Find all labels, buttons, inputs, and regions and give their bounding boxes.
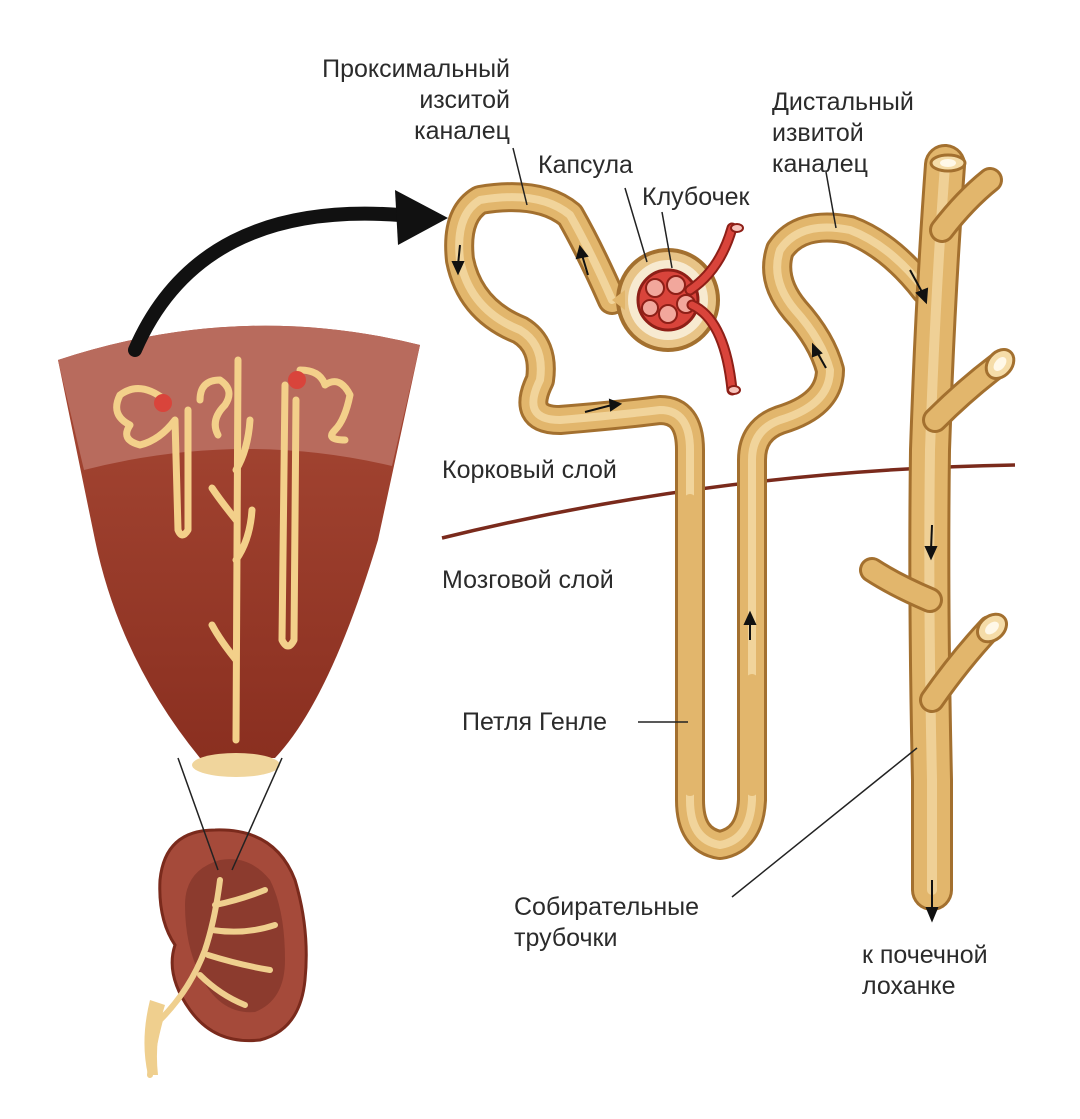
leader-lines xyxy=(512,147,918,898)
distal-label-line1: Дистальный xyxy=(772,88,914,116)
collecting-ducts-label: Собирательные трубочки xyxy=(514,892,699,954)
kidney-cross-section xyxy=(144,828,308,1078)
medulla-label: Мозговой слой xyxy=(442,565,614,596)
pelvis-label-line2: лоханке xyxy=(862,972,956,1000)
loop-of-henle-label: Петля Генле xyxy=(462,707,607,738)
distal-tubule-label: Дистальный извитой каналец xyxy=(772,87,914,180)
distal-label-line2: извитой xyxy=(772,119,864,147)
curved-pointer-arrow xyxy=(128,190,448,357)
capsule-label: Капсула xyxy=(538,150,633,181)
pelvis-label-line1: к почечной xyxy=(862,941,988,969)
cortex-label: Корковый слой xyxy=(442,455,617,486)
glomerulus xyxy=(636,222,744,396)
capsule-label-text: Капсула xyxy=(538,151,633,179)
collecting-duct xyxy=(859,144,1016,911)
henle-label-text: Петля Генле xyxy=(462,708,608,736)
flow-arrows xyxy=(451,244,939,923)
distal-label-line3: каналец xyxy=(772,150,868,178)
proximal-label-line1: Проксимальный xyxy=(322,55,510,83)
collecting-label-line2: трубочки xyxy=(514,924,618,952)
proximal-label-line2: изситой xyxy=(419,86,510,114)
renal-pelvis-label: к почечной лоханке xyxy=(862,940,988,1002)
proximal-tubule-label: Проксимальный изситой каналец xyxy=(322,54,510,147)
proximal-label-line3: каналец xyxy=(414,117,510,145)
glomerulus-label: Клубочек xyxy=(642,182,749,213)
cortex-label-text: Корковый слой xyxy=(442,456,617,484)
collecting-label-line1: Собирательные xyxy=(514,893,700,921)
medulla-label-text: Мозговой слой xyxy=(442,566,614,594)
nephron-tubule xyxy=(444,182,940,860)
glomerulus-label-text: Клубочек xyxy=(642,183,750,211)
renal-pyramid-wedge xyxy=(58,325,420,777)
